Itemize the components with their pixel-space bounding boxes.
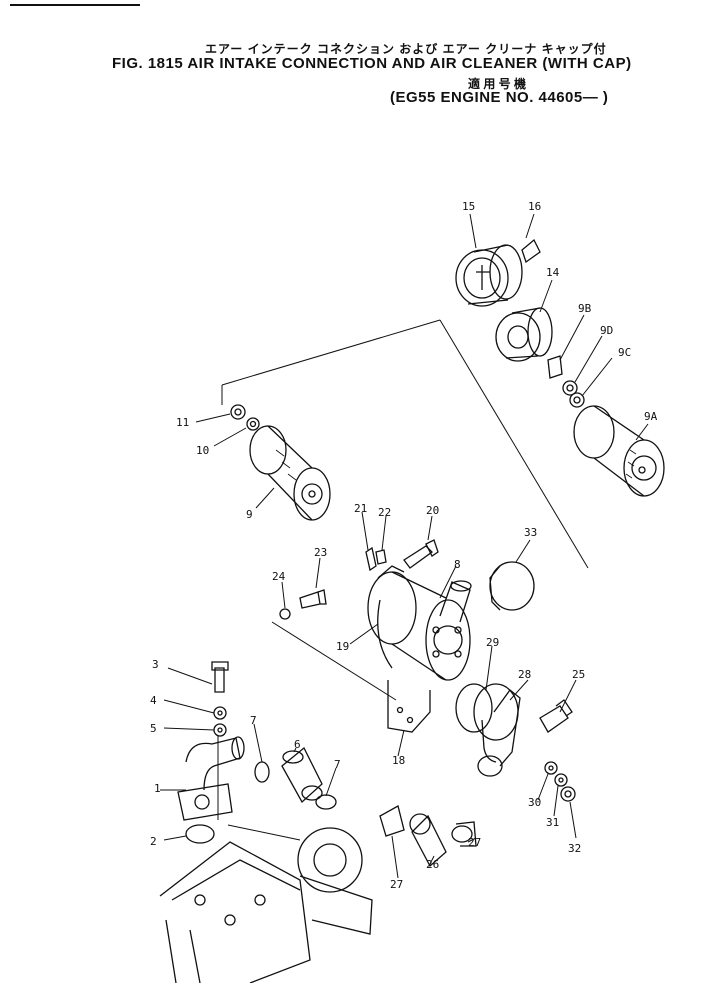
callout-27-right: 27 — [468, 836, 481, 849]
part-18-bracket — [387, 680, 431, 733]
callout-20: 20 — [426, 504, 439, 517]
callout-labels: 15 16 14 9B 9D 9C 9A 11 10 9 21 22 20 33… — [150, 200, 658, 891]
callout-31: 31 — [546, 816, 559, 829]
callout-5: 5 — [150, 722, 157, 735]
part-1-intake-elbow — [177, 736, 245, 821]
callout-22: 22 — [378, 506, 391, 519]
part-33-end-cap — [489, 561, 535, 611]
parts-6-7-hose-clamps — [254, 746, 337, 810]
part-14-baffle — [495, 307, 553, 362]
callout-16: 16 — [528, 200, 541, 213]
part-9-outer-element — [249, 425, 331, 521]
callout-21: 21 — [354, 502, 367, 515]
callout-9b: 9B — [578, 302, 592, 315]
callout-9c: 9C — [618, 346, 631, 359]
callout-9a: 9A — [644, 410, 658, 423]
parts-23-24-bolt-washer — [279, 589, 327, 620]
assembly-guide-lines — [217, 319, 589, 841]
part-15-cap — [455, 244, 523, 307]
top-rule — [10, 4, 140, 6]
parts-26-27-hose-clamps — [379, 805, 477, 868]
part-16-clip — [521, 238, 541, 264]
parts-28-29-outlet-adapter — [455, 683, 521, 777]
callout-7-lower: 7 — [334, 758, 341, 771]
callout-25: 25 — [572, 668, 585, 681]
part-2-gasket — [185, 824, 215, 844]
callout-14: 14 — [546, 266, 560, 279]
parts-30-31-32-hardware — [544, 761, 576, 802]
callout-2: 2 — [150, 835, 157, 848]
callout-33: 33 — [524, 526, 537, 539]
applicable-japanese: 適 用 号 機 — [468, 77, 527, 91]
callout-30: 30 — [528, 796, 541, 809]
callout-28: 28 — [518, 668, 531, 681]
callout-24: 24 — [272, 570, 286, 583]
callout-8: 8 — [454, 558, 461, 571]
part-25-sensor — [539, 699, 573, 733]
parts-3-4-5-bolt-washers — [211, 661, 229, 737]
callout-15: 15 — [462, 200, 475, 213]
callout-6: 6 — [294, 738, 301, 751]
callout-18: 18 — [392, 754, 405, 767]
title-japanese: エアー インテーク コネクション および エアー クリーナ キャップ付 — [205, 42, 607, 56]
callout-9d: 9D — [600, 324, 613, 337]
parts-21-22-20-fittings — [365, 539, 439, 572]
part-8-cleaner-body — [367, 565, 472, 681]
part-19-band — [377, 599, 393, 669]
callout-4: 4 — [150, 694, 157, 707]
callout-11: 11 — [176, 416, 189, 429]
callout-26: 26 — [426, 858, 439, 871]
callout-19: 19 — [336, 640, 349, 653]
callout-32: 32 — [568, 842, 581, 855]
parts-9b-9d-9c — [547, 355, 585, 408]
applicable-engine: (EG55 ENGINE NO. 44605— ) — [390, 89, 609, 106]
callout-3: 3 — [152, 658, 159, 671]
parts-11-10-nut-washer — [230, 404, 260, 431]
leader-lines — [160, 213, 649, 879]
callout-23: 23 — [314, 546, 327, 559]
callout-1: 1 — [154, 782, 161, 795]
callout-10: 10 — [196, 444, 209, 457]
figure-title: FIG. 1815 AIR INTAKE CONNECTION AND AIR … — [112, 55, 632, 72]
callout-7-upper: 7 — [250, 714, 257, 727]
part-9a-inner-element — [573, 405, 665, 497]
engine-block-turbocharger — [159, 827, 373, 983]
callout-9: 9 — [246, 508, 253, 521]
callout-27-left: 27 — [390, 878, 403, 891]
callout-29: 29 — [486, 636, 499, 649]
